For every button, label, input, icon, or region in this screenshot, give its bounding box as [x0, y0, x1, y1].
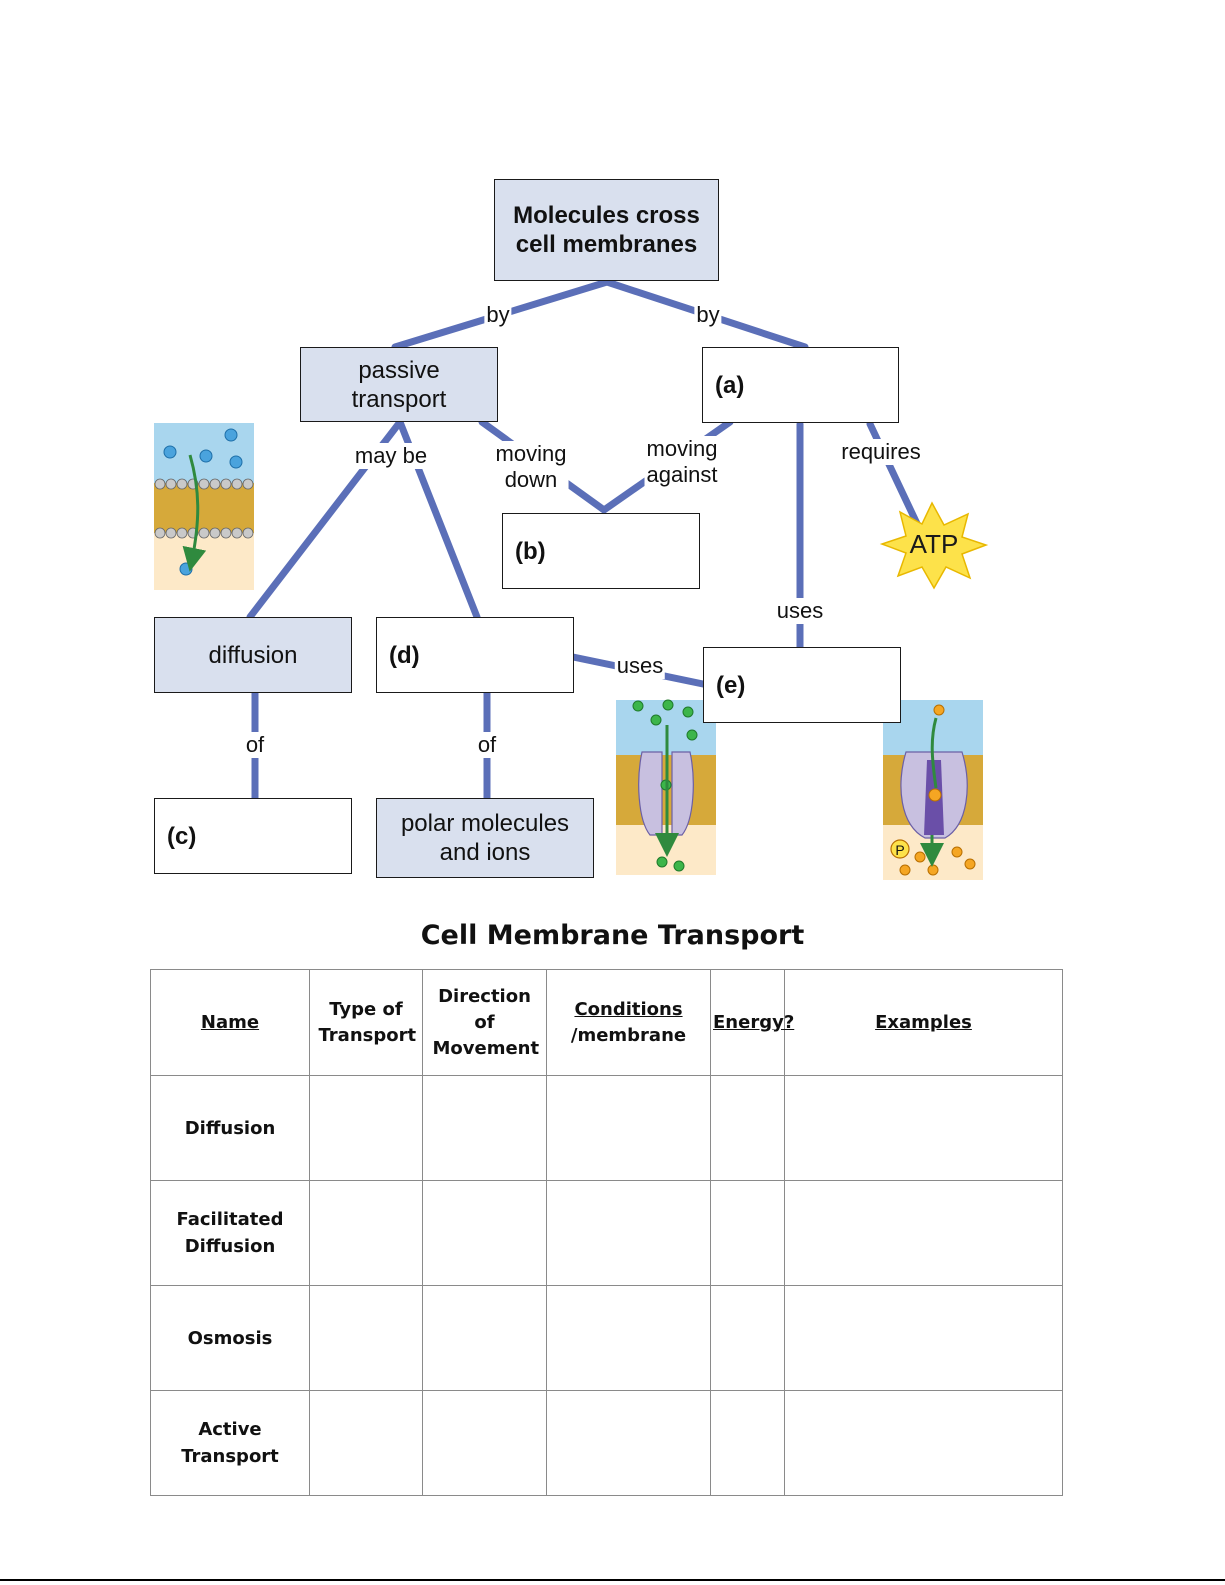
blank-e-node[interactable]: (e) [703, 647, 901, 723]
table-cell[interactable] [309, 1390, 423, 1496]
passive-transport-node: passive transport [300, 347, 498, 422]
header-energy: Energy? [710, 969, 794, 1076]
diffusion-text: diffusion [208, 641, 298, 669]
diffusion-node: diffusion [154, 617, 352, 693]
table-cell[interactable] [422, 1180, 547, 1286]
table-cell[interactable] [784, 1285, 1063, 1391]
header-membrane-text: /membrane [570, 1024, 687, 1046]
page-bottom-rule [0, 1579, 1225, 1581]
link-label-of-right: of [475, 732, 499, 758]
diffusion-membrane-illustration [154, 423, 254, 590]
header-examples: Examples [784, 969, 1063, 1076]
table-row: Facilitated Diffusion [150, 1180, 1063, 1286]
table-cell[interactable] [784, 1390, 1063, 1496]
table-cell[interactable] [546, 1075, 711, 1181]
table-title: Cell Membrane Transport [420, 920, 805, 951]
table-cell[interactable] [784, 1180, 1063, 1286]
link-label-by-right: by [694, 302, 722, 328]
polar-molecules-node: polar molecules and ions [376, 798, 594, 878]
link-label-uses-middle: uses [614, 653, 666, 679]
table-header-row: Name Type of Transport Direction of Move… [150, 969, 1063, 1076]
blank-d-label: (d) [389, 641, 420, 669]
row-name-diffusion: Diffusion [150, 1075, 310, 1181]
table-cell[interactable] [784, 1075, 1063, 1181]
row-name-facilitated-diffusion: Facilitated Diffusion [150, 1180, 310, 1286]
blank-e-label: (e) [716, 671, 746, 699]
table-cell[interactable] [422, 1075, 547, 1181]
concept-map-connectors: ATP [154, 278, 989, 880]
table-cell[interactable] [710, 1180, 785, 1286]
polar-molecules-text: polar molecules and ions [400, 810, 570, 866]
pump-protein-illustration: P [883, 700, 983, 880]
root-node-text: Molecules cross cell membranes [513, 202, 700, 258]
table-cell[interactable] [546, 1285, 711, 1391]
table-cell[interactable] [309, 1285, 423, 1391]
blank-c-node[interactable]: (c) [154, 798, 352, 874]
table-row: Osmosis [150, 1285, 1063, 1391]
blank-d-node[interactable]: (d) [376, 617, 574, 693]
table-cell[interactable] [546, 1390, 711, 1496]
root-node: Molecules cross cell membranes [494, 179, 719, 281]
table-cell[interactable] [309, 1180, 423, 1286]
row-name-osmosis: Osmosis [150, 1285, 310, 1391]
header-conditions: Conditions/membrane [546, 969, 711, 1076]
table-cell[interactable] [422, 1390, 547, 1496]
header-type-of-transport-text: Type of Transport [318, 998, 417, 1046]
table-row: Active Transport [150, 1390, 1063, 1496]
passive-transport-text: passive transport [351, 356, 447, 413]
header-direction-of-movement: Direction of Movement [422, 969, 547, 1076]
channel-protein-illustration [616, 699, 716, 875]
blank-a-node[interactable]: (a) [702, 347, 899, 423]
blank-b-node[interactable]: (b) [502, 513, 700, 589]
transport-table: Name Type of Transport Direction of Move… [150, 969, 1063, 1496]
blank-b-label: (b) [515, 537, 546, 565]
table-cell[interactable] [546, 1180, 711, 1286]
table-cell[interactable] [710, 1285, 785, 1391]
table-row: Diffusion [150, 1075, 1063, 1181]
link-label-uses-right: uses [774, 598, 826, 624]
link-label-moving-down: moving down [493, 441, 569, 493]
table-cell[interactable] [710, 1390, 785, 1496]
table-cell[interactable] [309, 1075, 423, 1181]
table-cell[interactable] [710, 1075, 785, 1181]
header-direction-text: Direction of Movement [432, 985, 540, 1059]
link-label-may-be: may be [352, 443, 430, 469]
blank-a-label: (a) [715, 371, 745, 399]
header-name: Name [150, 969, 310, 1076]
blank-c-label: (c) [167, 822, 197, 850]
row-name-active-transport: Active Transport [150, 1390, 310, 1496]
phosphate-label: P [895, 842, 904, 858]
atp-burst-icon: ATP [879, 501, 989, 590]
header-conditions-text: Conditions [574, 998, 683, 1020]
table-cell[interactable] [422, 1285, 547, 1391]
phosphate-icon [890, 839, 910, 859]
link-label-requires: requires [839, 439, 923, 465]
link-label-of-left: of [243, 732, 267, 758]
link-label-by-left: by [484, 302, 512, 328]
link-label-moving-against: moving against [644, 436, 720, 488]
atp-label: ATP [910, 529, 959, 559]
header-type-of-transport: Type of Transport [309, 969, 423, 1076]
